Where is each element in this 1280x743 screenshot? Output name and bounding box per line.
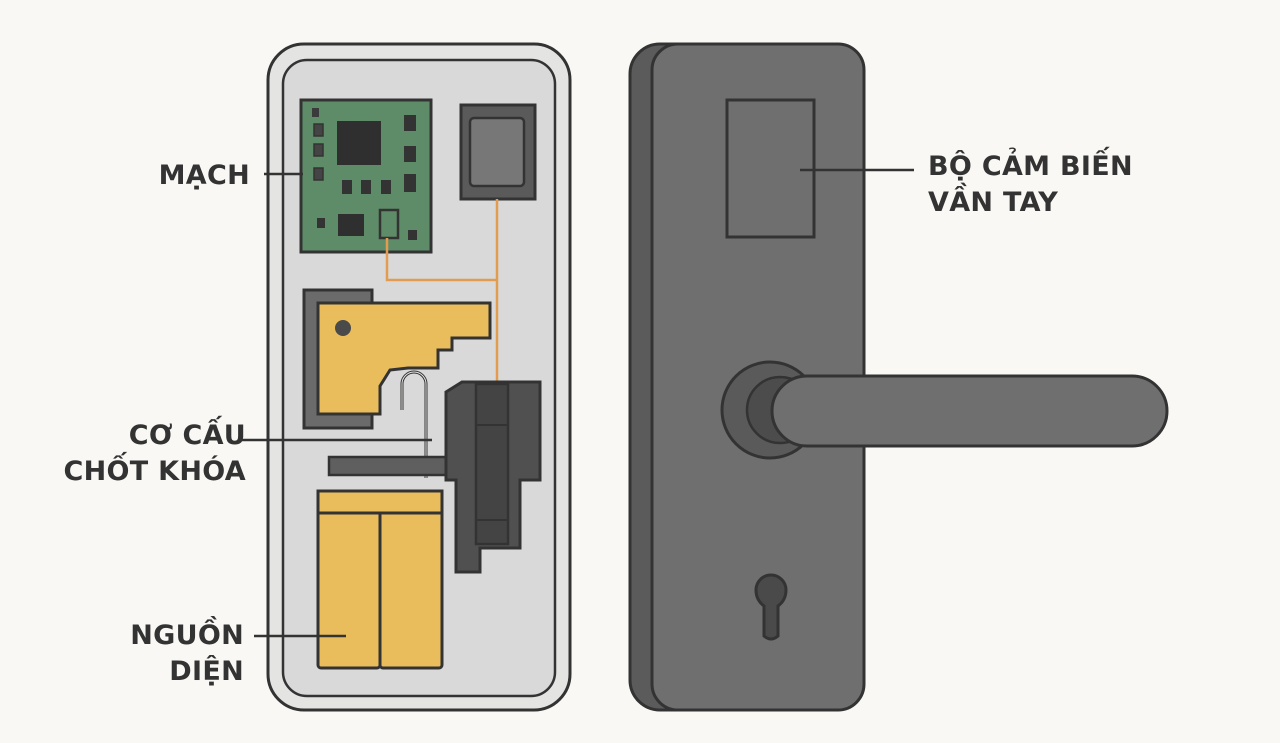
- circuit-board: [299, 98, 433, 254]
- power-label-line2: DIỆN: [169, 656, 244, 687]
- sensor-label-line2: VẦN TAY: [928, 187, 1059, 218]
- latch-label: CƠ CẤU CHỐT KHÓA: [60, 418, 246, 490]
- battery-pack: [316, 489, 444, 670]
- power-label: NGUỒN DIỆN: [110, 618, 244, 690]
- wires: [385, 199, 499, 384]
- latch-mechanism: [302, 288, 542, 574]
- sensor-module: [459, 103, 537, 201]
- door-handle: [720, 360, 1169, 460]
- circuit-label: MẠCH: [140, 158, 250, 194]
- fingerprint-sensor: [725, 98, 816, 239]
- leader-lines-left: [238, 172, 432, 638]
- circuit-label-text: MẠCH: [158, 160, 250, 191]
- latch-label-line2: CHỐT KHÓA: [63, 456, 246, 487]
- keyhole: [754, 573, 788, 641]
- power-label-line1: NGUỒN: [130, 620, 244, 651]
- sensor-label: BỘ CẢM BIẾN VẦN TAY: [928, 149, 1168, 221]
- sensor-label-line1: BỘ CẢM BIẾN: [928, 151, 1133, 182]
- latch-label-line1: CƠ CẤU: [128, 420, 246, 451]
